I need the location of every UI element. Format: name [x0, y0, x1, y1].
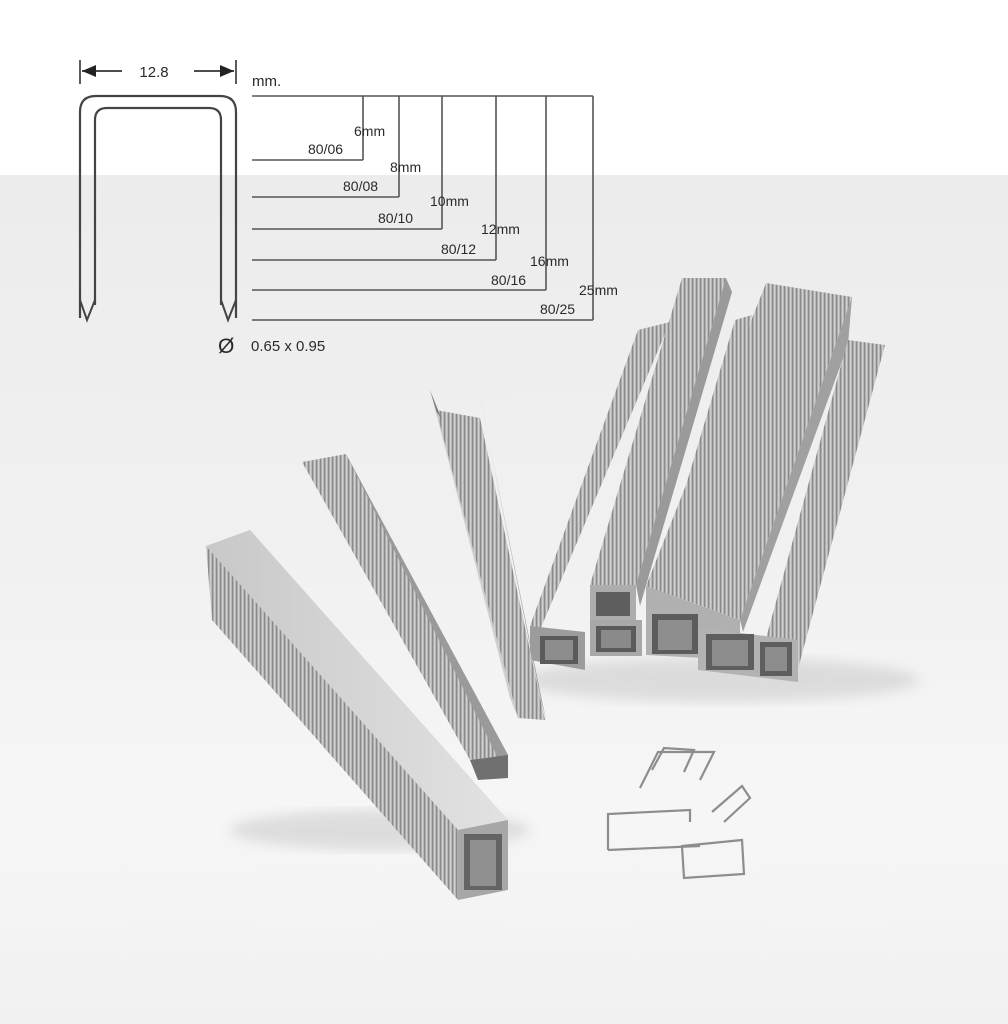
staple-strip-front-right [698, 340, 885, 682]
length-label: 12mm [481, 221, 520, 237]
staple-strip-tall-center [590, 278, 732, 620]
staple-strip-back-right [530, 322, 670, 670]
code-label: 80/16 [491, 272, 526, 288]
loose-staple-3 [606, 808, 692, 850]
length-25mm: 25mm 80/25 [252, 96, 618, 321]
length-label: 25mm [579, 282, 618, 298]
left-leg-point [79, 299, 96, 323]
loose-staple-1 [639, 750, 716, 789]
staple-outline-outer [78, 94, 238, 318]
length-12mm: 12mm 80/12 [252, 96, 520, 261]
wire-size-label: 0.65 x 0.95 [251, 338, 325, 355]
staple-outline-inner [93, 106, 223, 305]
length-label: 8mm [390, 159, 421, 175]
length-label: 10mm [430, 193, 469, 209]
unit-label: mm. [252, 73, 281, 90]
code-label: 80/12 [441, 241, 476, 257]
length-6mm: 6mm 80/06 [252, 96, 385, 161]
code-label: 80/08 [343, 178, 378, 194]
diameter-icon: Ø [218, 335, 234, 358]
loose-staple-2 [711, 784, 752, 823]
arrow-head-left [82, 65, 96, 77]
length-label: 6mm [354, 123, 385, 139]
loose-staples [606, 746, 752, 880]
width-value: 12.8 [139, 64, 168, 81]
code-label: 80/10 [378, 210, 413, 226]
staple-dimension-diagram: 12.8 mm. 6mm 80/06 8mm 80/08 10mm 80/10 [78, 60, 618, 358]
length-label: 16mm [530, 253, 569, 269]
arrow-head-right [220, 65, 234, 77]
right-leg-point [220, 299, 237, 323]
length-10mm: 10mm 80/10 [252, 96, 469, 230]
staple-strip-left-middle [302, 454, 508, 780]
code-label: 80/06 [308, 141, 343, 157]
length-8mm: 8mm 80/08 [252, 96, 421, 198]
length-16mm: 16mm 80/16 [252, 96, 569, 291]
loose-staple-4 [680, 838, 746, 880]
staple-photo [206, 278, 920, 900]
staple-strip-wide-top [646, 283, 852, 660]
staple-strip-left-standing [430, 388, 546, 720]
staple-strip-left-front [206, 530, 508, 900]
code-label: 80/25 [540, 301, 575, 317]
